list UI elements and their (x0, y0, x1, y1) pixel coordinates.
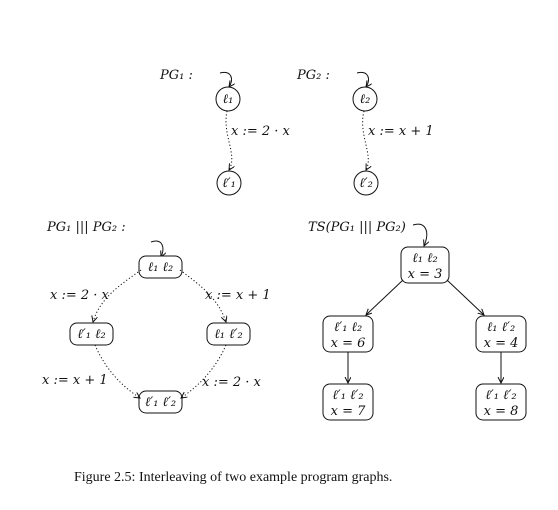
interleaving-edge-right-bottom-label: x := 2 · x (202, 375, 262, 390)
interleaving-edge-left-bottom (94, 344, 140, 398)
ts-node-root-locs: ℓ₁ ℓ₂ (412, 251, 437, 266)
ts-label: TS(PG₁ ||| PG₂) (308, 220, 406, 235)
pg1-node-end-label: ℓ′₁ (222, 176, 236, 191)
interleaving-node-right (206, 322, 251, 346)
transition-system: TS(PG₁ ||| PG₂) ℓ₁ ℓ₂ x = 3 ℓ′₁ ℓ₂ x = 6… (308, 220, 527, 421)
pg1-transition (225, 110, 232, 170)
pg2-graph: PG₂ : ℓ₂ x := x + 1 ℓ′₂ (296, 68, 434, 196)
interleaving-edge-top-left-label: x := 2 · x (50, 288, 110, 303)
ts-node-leaf-right-locs: ℓ′₁ ℓ′₂ (485, 388, 516, 403)
interleaving-node-top (138, 255, 183, 279)
interleaving-node-right-label: ℓ₁ ℓ′₂ (214, 327, 242, 342)
ts-edge-root-left (366, 279, 404, 315)
interleaving-edge-right-bottom (181, 344, 227, 398)
pg1-label: PG₁ : (159, 68, 193, 83)
ts-node-mid-left-val: x = 6 (331, 336, 366, 351)
pg2-transition (362, 110, 369, 170)
ts-edge-root-right (446, 279, 484, 315)
pg2-node-end-label: ℓ′₂ (359, 176, 373, 191)
interleaving-node-bottom (138, 390, 183, 414)
ts-node-mid-right-locs: ℓ₁ ℓ′₂ (487, 320, 515, 335)
interleaving-edge-top-left (93, 269, 142, 322)
interleaving-graph: PG₁ ||| PG₂ : ℓ₁ ℓ₂ ℓ′₁ ℓ₂ ℓ₁ ℓ′₂ ℓ′₁ ℓ′… (42, 220, 271, 414)
pg1-action-label: x := 2 · x (231, 124, 291, 139)
ts-node-leaf-left-val: x = 7 (331, 404, 366, 419)
pg2-label: PG₂ : (296, 68, 330, 83)
ts-node-leaf-left-locs: ℓ′₁ ℓ′₂ (332, 388, 363, 403)
pg1-initial-arrow (219, 71, 232, 87)
pg2-node-start-label: ℓ₂ (360, 92, 371, 107)
ts-node-mid-left-locs: ℓ′₁ ℓ₂ (334, 320, 362, 335)
interleaving-edge-left-bottom-label: x := x + 1 (42, 373, 108, 388)
interleaving-edge-top-right-label: x := x + 1 (205, 288, 271, 303)
pg2-node-end (353, 170, 379, 196)
ts-node-leaf-right-val: x = 8 (484, 404, 519, 419)
pg2-action-label: x := x + 1 (368, 124, 434, 139)
pg1-node-end (216, 170, 242, 196)
pg2-initial-arrow (356, 71, 369, 87)
interleaving-initial-arrow (150, 240, 163, 257)
ts-node-root-val: x = 3 (408, 267, 443, 282)
interleaving-node-left-label: ℓ′₁ ℓ₂ (77, 327, 105, 342)
interleaving-label: PG₁ ||| PG₂ : (46, 220, 126, 235)
pg1-node-start-label: ℓ₁ (223, 92, 234, 107)
ts-node-root (400, 246, 450, 284)
ts-node-mid-right-val: x = 4 (484, 336, 519, 351)
figure-caption: Figure 2.5: Interleaving of two example … (74, 470, 392, 485)
ts-initial-arrow (412, 223, 427, 246)
pg2-node-start (352, 86, 378, 112)
pg1-graph: PG₁ : ℓ₁ x := 2 · x ℓ′₁ (159, 68, 291, 196)
interleaving-node-bottom-label: ℓ′₁ ℓ′₂ (145, 395, 176, 410)
pg1-node-start (215, 86, 241, 112)
interleaving-node-top-label: ℓ₁ ℓ₂ (148, 260, 173, 275)
